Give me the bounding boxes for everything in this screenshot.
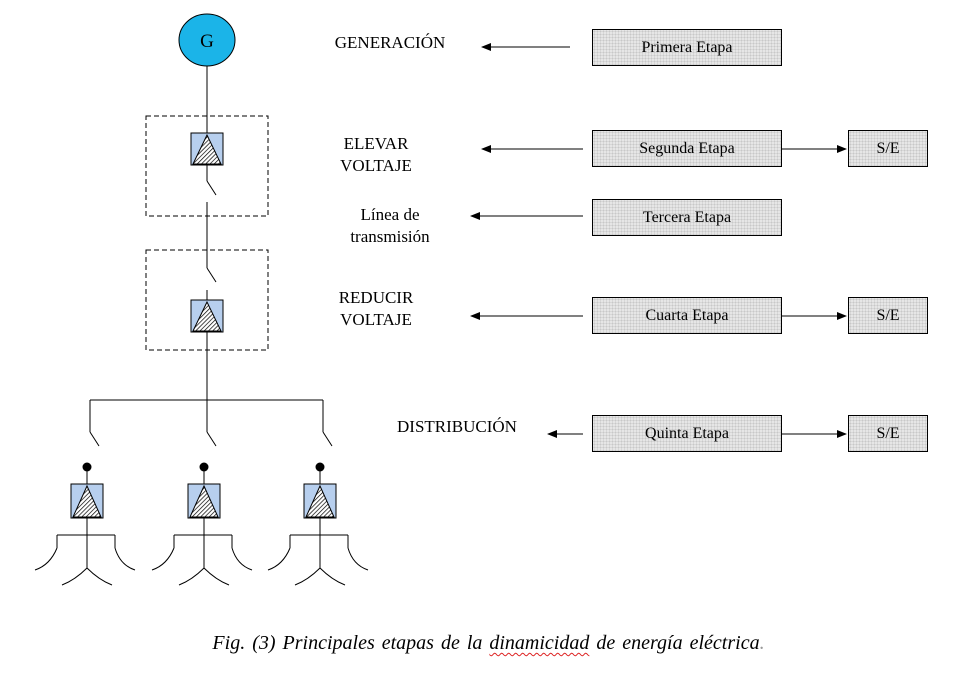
distribution-transformer-3 — [303, 462, 337, 519]
label-elevar-line2: VOLTAJE — [340, 156, 412, 175]
label-distribucion: DISTRIBUCIÓN — [397, 417, 517, 436]
label-linea-transmision: Línea de transmisión — [325, 204, 455, 248]
step-down-transformer — [190, 299, 224, 333]
stage-box-primera: Primera Etapa — [592, 29, 782, 66]
distribution-transformer-2 — [187, 462, 221, 519]
caption-part-after: de energía eléctrica — [589, 632, 760, 654]
caption-trailing-mark: . — [759, 632, 765, 654]
step-down-enclosure — [145, 249, 269, 351]
stage-box-quinta: Quinta Etapa — [592, 415, 782, 452]
label-reducir-line2: VOLTAJE — [340, 310, 412, 329]
load-fan-3 — [267, 518, 369, 586]
label-elevar-voltaje: ELEVAR VOLTAJE — [330, 133, 422, 177]
substation-box-3: S/E — [848, 415, 928, 452]
distribution-transformer-1 — [70, 462, 104, 519]
stage-box-segunda: Segunda Etapa — [592, 130, 782, 167]
substation-box-1: S/E — [848, 130, 928, 167]
stage-arrows — [470, 43, 847, 438]
label-reducir-line1: REDUCIR — [338, 288, 414, 307]
load-fan-1 — [34, 518, 136, 586]
stage-box-tercera: Tercera Etapa — [592, 199, 782, 236]
main-feeder-line — [206, 66, 217, 400]
caption-misspelled-word: dinamicidad — [489, 632, 590, 654]
label-reducir-voltaje: REDUCIR VOLTAJE — [330, 287, 422, 331]
substation-box-2: S/E — [848, 297, 928, 334]
load-fan-2 — [151, 518, 253, 586]
step-up-enclosure — [145, 115, 269, 217]
label-generacion: GENERACIÓN — [334, 33, 446, 52]
generator-label: G — [200, 31, 214, 52]
caption-part-before: Fig. (3) Principales etapas de la — [212, 632, 490, 654]
label-linea-line1: Línea de — [360, 205, 420, 224]
distribution-bus — [89, 399, 333, 447]
label-elevar-line1: ELEVAR — [343, 134, 409, 153]
label-linea-line2: transmisión — [350, 227, 430, 246]
step-up-transformer — [190, 132, 224, 166]
stage-box-cuarta: Cuarta Etapa — [592, 297, 782, 334]
figure-caption: Fig. (3) Principales etapas de la dinami… — [0, 632, 977, 655]
